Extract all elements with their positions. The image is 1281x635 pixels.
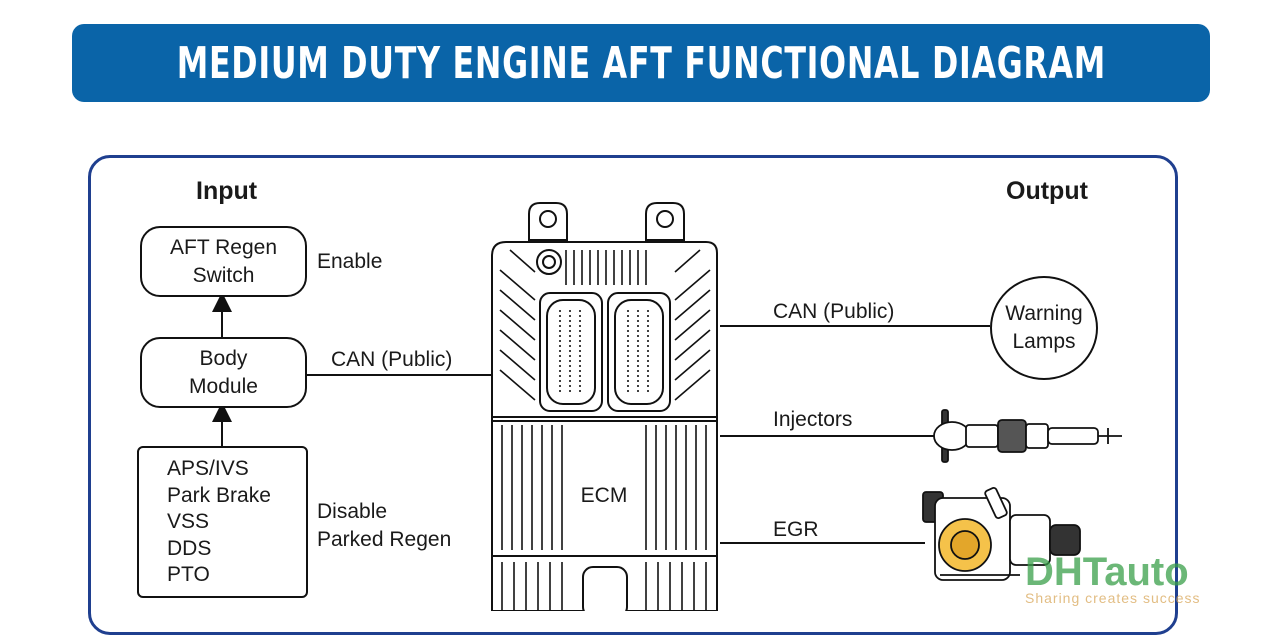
- aft-regen-switch-box: AFT Regen Switch: [140, 226, 307, 297]
- can-public-left-label: CAN (Public): [331, 348, 453, 371]
- watermark-logo: DHTauto Sharing creates success: [1025, 550, 1200, 606]
- title-banner: MEDIUM DUTY ENGINE AFT FUNCTIONAL DIAGRA…: [72, 24, 1210, 102]
- injector-icon: [933, 409, 1122, 463]
- body-module-box: Body Module: [140, 337, 307, 408]
- sensor-inputs-box: APS/IVS Park Brake VSS DDS PTO: [137, 446, 308, 598]
- watermark-tagline: Sharing creates success: [1025, 590, 1201, 606]
- disable-parked-regen-label: Disable Parked Regen: [317, 500, 452, 551]
- output-heading: Output: [1006, 177, 1088, 205]
- input-heading: Input: [196, 177, 258, 205]
- ecm-label: ECM: [573, 480, 635, 512]
- can-public-right-label: CAN (Public): [773, 300, 895, 323]
- injectors-label: Injectors: [773, 408, 853, 431]
- egr-label: EGR: [773, 518, 819, 541]
- warning-lamps-circle: Warning Lamps: [990, 276, 1098, 380]
- sensor-park-brake: Park Brake: [167, 483, 271, 507]
- page-title: MEDIUM DUTY ENGINE AFT FUNCTIONAL DIAGRA…: [176, 37, 1106, 89]
- watermark-brand: DHTauto: [1025, 550, 1189, 594]
- sensor-aps-ivs: APS/IVS: [167, 457, 249, 480]
- sensor-dds: DDS: [167, 536, 212, 560]
- sensor-pto: PTO: [167, 563, 210, 586]
- diagram-artwork: [212, 202, 1122, 611]
- ecm-fins: [499, 249, 711, 611]
- egr-valve-icon: [922, 486, 1081, 581]
- sensor-vss: VSS: [167, 510, 210, 533]
- ecm-module: [491, 202, 718, 611]
- enable-label: Enable: [317, 250, 383, 273]
